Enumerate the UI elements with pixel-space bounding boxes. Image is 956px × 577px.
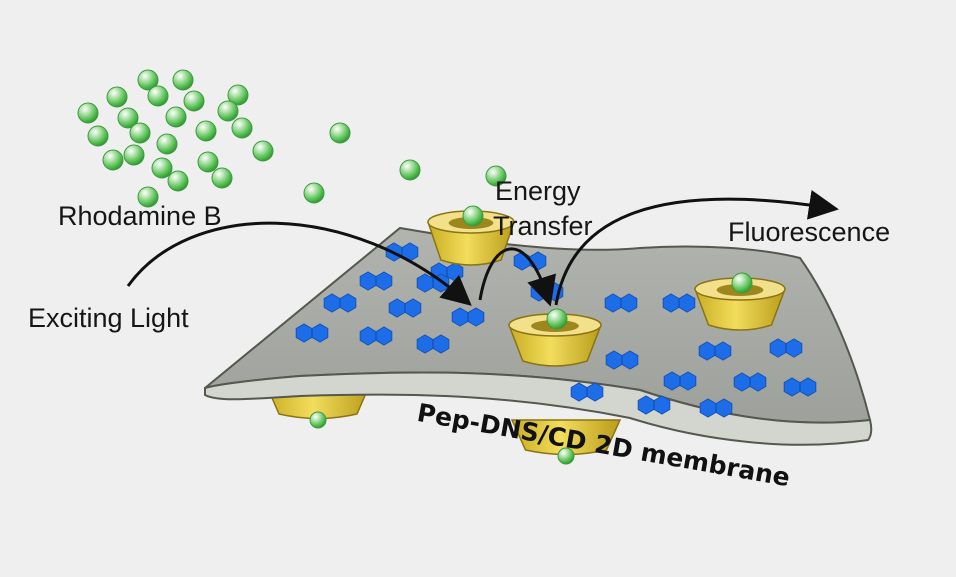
rhodamine-guest <box>309 411 327 429</box>
transfer-label: Transfer <box>493 211 593 241</box>
dansyl-group <box>698 341 732 361</box>
rhodamine-molecule <box>399 159 421 181</box>
dansyl-group <box>359 271 393 291</box>
rhodamine-molecule <box>151 157 173 179</box>
exciting-light-label: Exciting Light <box>28 303 189 333</box>
fluorescence-arrow <box>554 189 839 306</box>
fluorescence-label: Fluorescence <box>728 217 891 247</box>
rhodamine-molecule <box>227 84 249 106</box>
cyclodextrin-top-layer <box>426 205 787 367</box>
rhodamine-guest <box>462 205 484 227</box>
rhodamine-molecule <box>106 86 128 108</box>
rhodamine-molecule <box>329 122 351 144</box>
rhodamine-cluster <box>77 69 507 208</box>
dansyl-group <box>605 350 639 370</box>
rhodamine-b-label: Rhodamine B <box>58 201 222 231</box>
dansyl-group <box>451 307 485 327</box>
exciting-light-arrow <box>126 221 472 306</box>
dansyl-group <box>388 298 422 318</box>
dansyl-group <box>663 371 697 391</box>
rhodamine-molecule <box>87 125 109 147</box>
rhodamine-guest <box>731 272 753 294</box>
rhodamine-molecule <box>147 85 169 107</box>
dansyl-group <box>769 338 803 358</box>
dansyl-group <box>733 372 767 392</box>
energy-transfer-arrow <box>478 247 556 307</box>
rhodamine-molecule <box>117 107 139 129</box>
rhodamine-guest <box>546 308 568 330</box>
dansyl-group <box>662 293 696 313</box>
dansyl-group <box>604 293 638 313</box>
rhodamine-molecule <box>252 140 274 162</box>
rhodamine-molecule <box>195 120 217 142</box>
dansyl-group <box>416 334 450 354</box>
rhodamine-molecule <box>303 182 325 204</box>
rhodamine-molecule <box>231 117 253 139</box>
dansyl-group <box>699 398 733 418</box>
dansyl-group <box>359 326 393 346</box>
rhodamine-molecule <box>217 100 239 122</box>
rhodamine-molecule <box>156 133 178 155</box>
energy-label: Energy <box>495 176 581 206</box>
rhodamine-molecule <box>102 149 124 171</box>
dansyl-group <box>323 293 357 313</box>
dansyl-group <box>637 395 671 415</box>
rhodamine-molecule <box>167 170 189 192</box>
rhodamine-molecule <box>485 165 507 187</box>
rhodamine-molecule <box>77 102 99 124</box>
rhodamine-molecule <box>183 90 205 112</box>
dansyl-group <box>783 377 817 397</box>
rhodamine-molecule <box>137 69 159 91</box>
rhodamine-molecule <box>123 144 145 166</box>
rhodamine-molecule <box>172 69 194 91</box>
rhodamine-molecule <box>129 122 151 144</box>
rhodamine-molecule <box>137 186 159 208</box>
rhodamine-guest <box>557 447 575 465</box>
rhodamine-molecule <box>165 106 187 128</box>
membrane-edge <box>204 371 873 446</box>
rhodamine-molecule <box>197 151 219 173</box>
dansyl-group <box>570 382 604 402</box>
dansyl-group <box>295 323 329 343</box>
rhodamine-molecule <box>211 167 233 189</box>
